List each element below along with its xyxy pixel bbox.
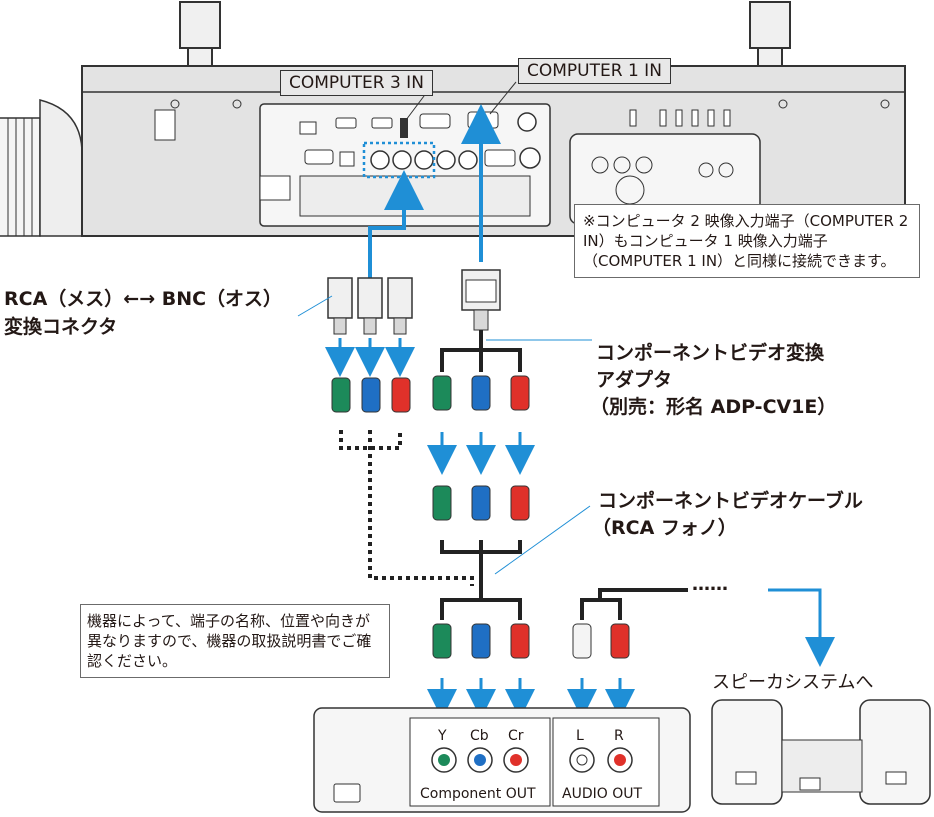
rca-bnc-label-line2: 変換コネクタ — [4, 316, 118, 338]
dvd-player-icon — [313, 707, 691, 813]
computer1-label: COMPUTER 1 IN — [518, 58, 671, 84]
vga-connector-icon — [461, 269, 501, 331]
port-l-label: L — [576, 728, 584, 744]
port-cb-label: Cb — [470, 728, 489, 744]
computer2-note: ※コンピュータ 2 映像入力端子（COMPUTER 2 IN）もコンピュータ 1… — [574, 204, 920, 278]
component-out-label: Component OUT — [420, 786, 536, 802]
adapter-label-line2: アダプタ — [596, 369, 673, 391]
bnc-adapter-icon — [327, 277, 413, 335]
port-y-label: Y — [438, 728, 447, 744]
port-r-label: R — [614, 728, 624, 744]
adapter-label-line1: コンポーネントビデオ変換 — [596, 342, 825, 364]
rca-plug-icon — [572, 623, 630, 659]
audio-out-label: AUDIO OUT — [562, 786, 643, 802]
rca-bnc-label-line1: RCA（メス）←→ BNC（オス） — [4, 288, 283, 310]
projector-back-panel — [0, 1, 906, 237]
cable-label-line1: コンポーネントビデオケーブル — [598, 490, 863, 512]
rca-plug-icon — [432, 375, 530, 411]
rca-plug-icon — [432, 623, 530, 659]
speaker-icon — [711, 699, 931, 805]
cable-label-line2: （RCA フォノ） — [592, 517, 737, 539]
rca-plug-icon — [432, 485, 530, 521]
dots-label: …… — [692, 574, 728, 595]
speaker-label: スピーカシステムへ — [712, 672, 874, 693]
adapter-label-line3: （別売：形名 ADP-CV1E） — [590, 396, 837, 418]
port-cr-label: Cr — [508, 728, 524, 744]
computer3-label: COMPUTER 3 IN — [280, 70, 433, 96]
device-note: 機器によって、端子の名称、位置や向きが異なりますので、機器の取扱説明書でご確認く… — [80, 604, 390, 678]
rca-plug-icon — [331, 377, 411, 413]
